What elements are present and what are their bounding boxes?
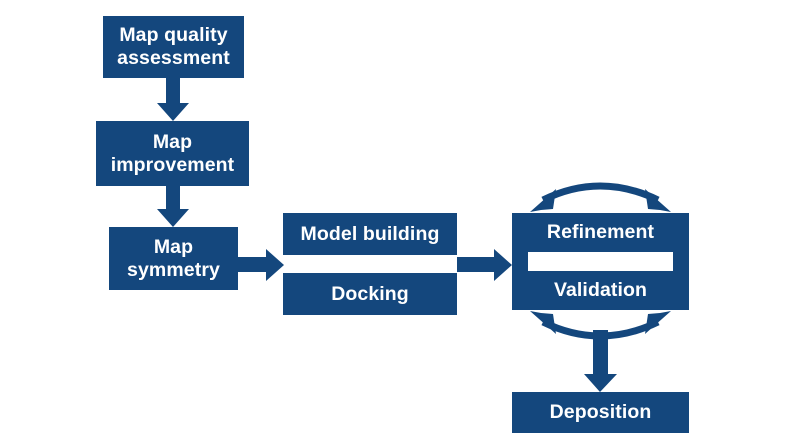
node-validation[interactable]: Validation [512,271,689,310]
node-validation-label: Validation [553,279,648,301]
refinement-validation-left-rail [512,250,528,273]
arrow-map-quality-assessment-to-map-improvement [157,78,189,121]
node-model-building[interactable]: Model building [283,213,457,255]
node-map-quality-assessment[interactable]: Map quality assessment [103,16,244,78]
arrow-validation-to-deposition [584,330,617,392]
arrowhead-top-right-icon [645,189,671,212]
node-refinement[interactable]: Refinement [512,213,689,252]
node-deposition-label: Deposition [549,401,652,423]
node-docking-label: Docking [331,282,409,305]
arc-top-refinement-validation-cycle [541,182,660,204]
arrow-map-improvement-to-map-symmetry [157,186,189,227]
node-refinement-label: Refinement [546,221,655,243]
arc-bottom-refinement-validation-cycle [541,318,660,340]
arrowhead-bottom-left-icon [530,311,556,334]
arrow-model-building-to-refinement [457,249,512,281]
node-model-building-label: Model building [300,222,440,245]
node-docking[interactable]: Docking [283,273,457,315]
refinement-validation-right-rail [673,250,689,273]
node-map-quality-assessment-label: Map quality assessment [117,24,230,69]
node-map-symmetry[interactable]: Map symmetry [109,227,238,290]
node-deposition[interactable]: Deposition [512,392,689,433]
arrowhead-top-left-icon [530,189,556,212]
arrowhead-bottom-right-icon [645,311,671,334]
node-map-improvement[interactable]: Map improvement [96,121,249,186]
arrow-map-symmetry-to-model-building [238,249,284,281]
node-map-symmetry-label: Map symmetry [127,235,220,281]
node-map-improvement-label: Map improvement [110,130,235,176]
